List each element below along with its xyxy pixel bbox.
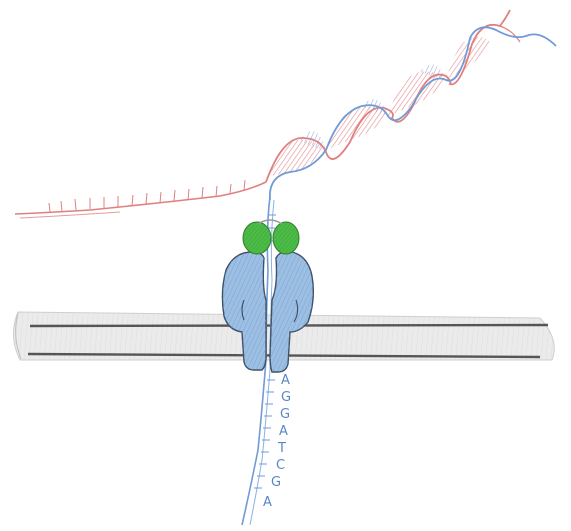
base-letter: G xyxy=(280,408,290,421)
base-letter: A xyxy=(263,496,272,509)
base-letter: G xyxy=(271,476,281,489)
dna-double-helix-icon xyxy=(266,10,556,200)
base-letter: C xyxy=(276,459,285,472)
base-letter: A xyxy=(279,425,288,438)
base-letter: G xyxy=(281,391,291,404)
dna-complement-strand xyxy=(15,180,266,218)
base-letter: T xyxy=(278,442,286,455)
base-letter: A xyxy=(281,374,290,387)
